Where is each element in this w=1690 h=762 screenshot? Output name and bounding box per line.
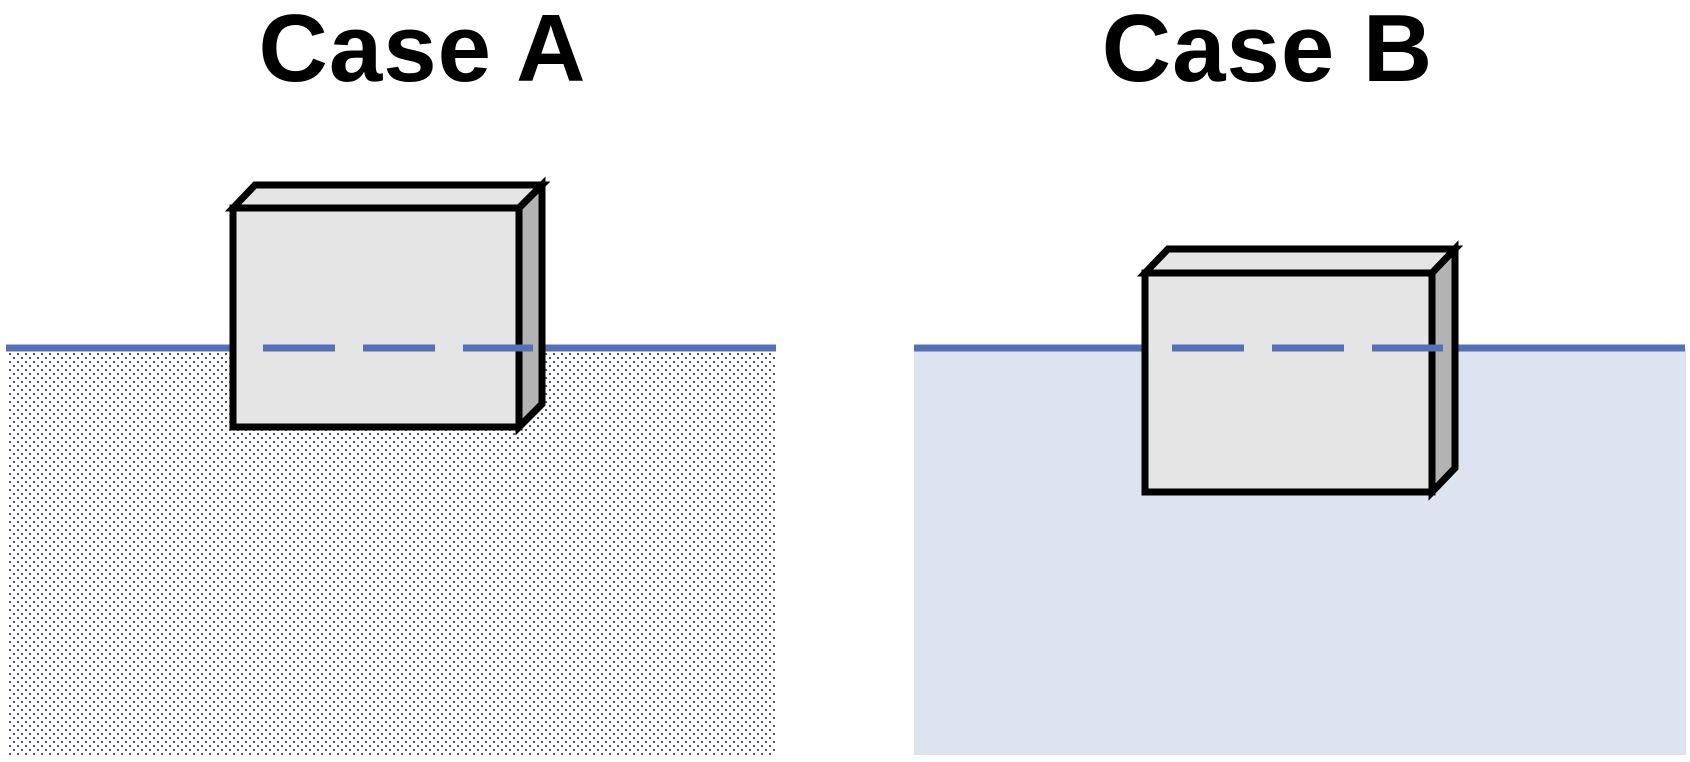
case-a-diagram — [6, 176, 776, 755]
case-b-panel: Case B — [845, 0, 1690, 762]
case-b-diagram — [914, 240, 1686, 755]
block-top-face — [1136, 245, 1464, 277]
block-front-face — [1141, 269, 1436, 496]
case-a-panel: Case A — [6, 0, 776, 755]
floating-block-a — [224, 176, 551, 436]
floating-block-b — [1136, 240, 1464, 501]
block-front-face — [229, 204, 523, 431]
case-b-title: Case B — [1101, 0, 1434, 102]
case-a-title: Case A — [258, 0, 587, 102]
